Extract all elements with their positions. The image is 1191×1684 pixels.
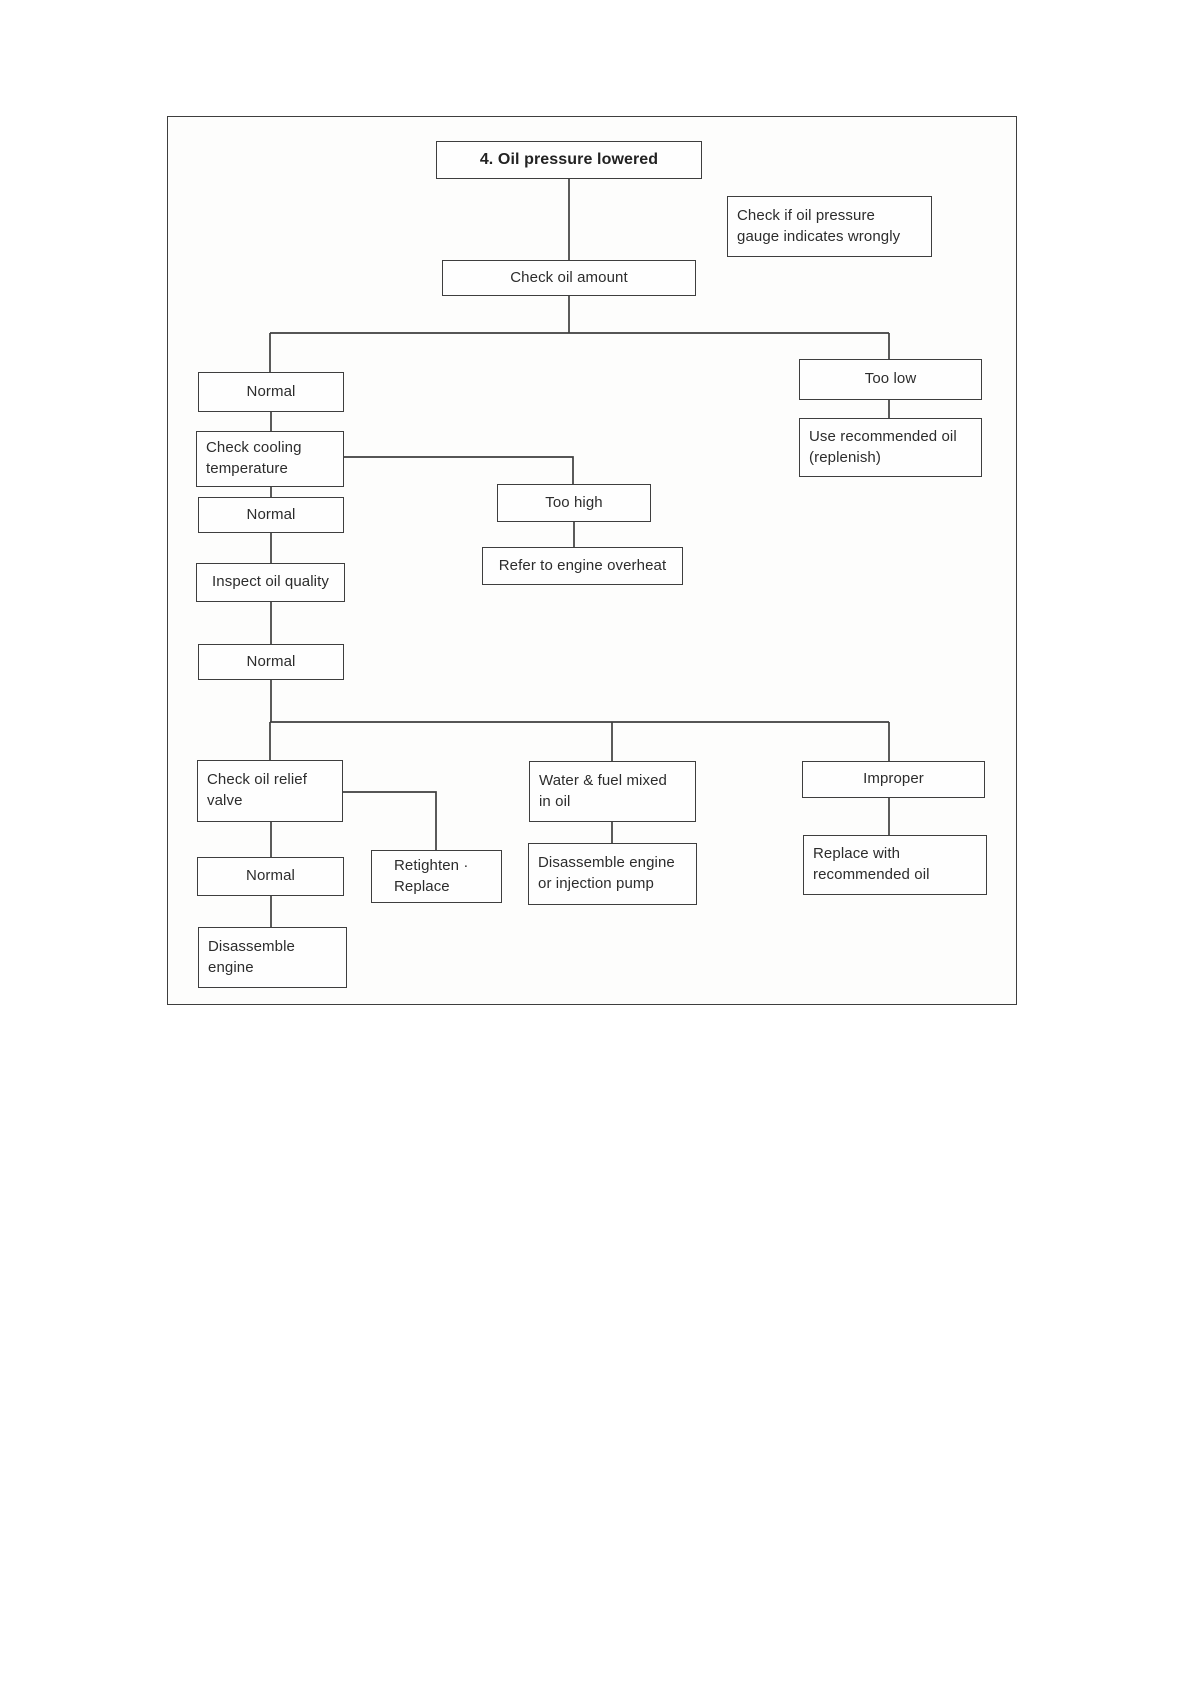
node-water-fuel-mixed-in-oil: Water & fuel mixed in oil — [529, 761, 696, 822]
node-refer-engine-overheat: Refer to engine overheat — [482, 547, 683, 585]
node-normal-2: Normal — [198, 497, 344, 533]
node-inspect-oil-quality: Inspect oil quality — [196, 563, 345, 602]
node-retighten-replace: Retighten · Replace — [371, 850, 502, 903]
node-check-oil-amount: Check oil amount — [442, 260, 696, 296]
node-gauge-note: Check if oil pressure gauge indicates wr… — [727, 196, 932, 257]
node-disassemble-engine-or-injection-pump: Disassemble engine or injection pump — [528, 843, 697, 905]
node-title: 4. Oil pressure lowered — [436, 141, 702, 179]
node-use-recommended-oil: Use recommended oil (replenish) — [799, 418, 982, 477]
node-normal-4: Normal — [197, 857, 344, 896]
node-improper: Improper — [802, 761, 985, 798]
node-too-low: Too low — [799, 359, 982, 400]
node-disassemble-engine: Disassemble engine — [198, 927, 347, 988]
node-replace-with-recommended-oil: Replace with recommended oil — [803, 835, 987, 895]
node-check-oil-relief-valve: Check oil relief valve — [197, 760, 343, 822]
node-normal-1: Normal — [198, 372, 344, 412]
node-check-cooling-temperature: Check cooling temperature — [196, 431, 344, 487]
node-too-high: Too high — [497, 484, 651, 522]
node-normal-3: Normal — [198, 644, 344, 680]
